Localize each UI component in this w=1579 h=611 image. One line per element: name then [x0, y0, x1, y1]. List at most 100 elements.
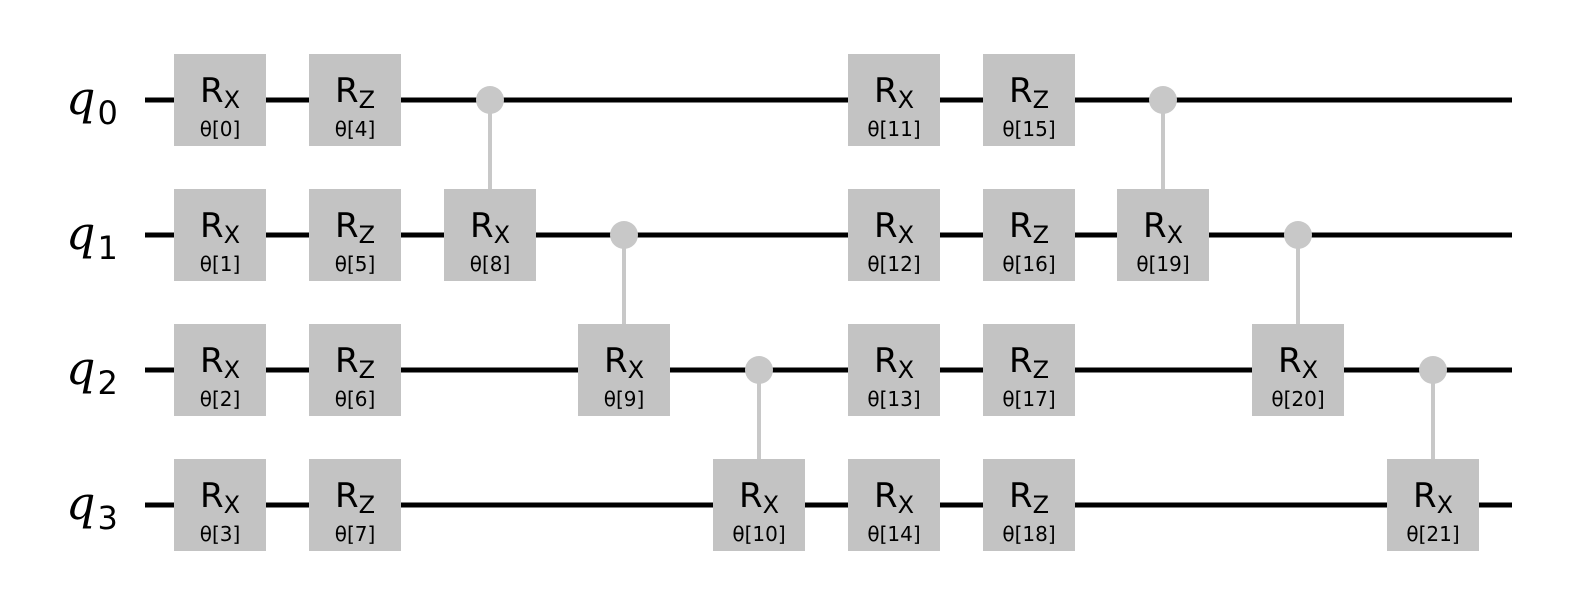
gate-rx-13: RXθ[13] [848, 324, 940, 416]
gate-name: RX [200, 341, 240, 384]
gate-rx-19: RXθ[19] [1117, 189, 1209, 281]
gate-axis: X [1302, 356, 1318, 384]
gate-box [983, 324, 1075, 416]
gate-parameter: θ[16] [1002, 252, 1055, 276]
gate-rx-20: RXθ[20] [1252, 324, 1344, 416]
gate-parameter: θ[11] [867, 117, 920, 141]
gate-parameter: θ[18] [1002, 522, 1055, 546]
gate-op: R [470, 206, 494, 246]
gate-op: R [739, 476, 763, 516]
gate-box [309, 459, 401, 551]
qubit-label-index: 3 [97, 499, 117, 537]
control-dot-10 [745, 356, 773, 384]
gate-box [309, 54, 401, 146]
gate-box [174, 324, 266, 416]
gate-box [1117, 189, 1209, 281]
gate-name: RX [200, 206, 240, 249]
gate-op: R [1009, 476, 1033, 516]
gate-op: R [874, 71, 898, 111]
gate-axis: X [628, 356, 644, 384]
gate-axis: X [224, 86, 240, 114]
gate-op: R [335, 341, 359, 381]
gate-axis: X [898, 86, 914, 114]
gate-parameter: θ[3] [200, 522, 241, 546]
gate-box [848, 189, 940, 281]
gate-op: R [874, 341, 898, 381]
gate-parameter: θ[21] [1406, 522, 1459, 546]
gate-parameter: θ[19] [1136, 252, 1189, 276]
gate-parameter: θ[20] [1271, 387, 1324, 411]
gate-name: RX [1143, 206, 1183, 249]
gate-axis: X [224, 221, 240, 249]
qubit-label-2: q2 [66, 341, 118, 402]
gate-axis: X [494, 221, 510, 249]
control-dot-8 [476, 86, 504, 114]
gate-op: R [200, 206, 224, 246]
gate-rz-18: RZθ[18] [983, 459, 1075, 551]
gate-name: RX [874, 71, 914, 114]
gate-name: RX [604, 341, 644, 384]
gate-axis: Z [359, 356, 375, 384]
gate-rx-14: RXθ[14] [848, 459, 940, 551]
qubit-label-index: 1 [97, 229, 117, 267]
gate-rz-15: RZθ[15] [983, 54, 1075, 146]
gate-axis: X [898, 491, 914, 519]
gate-box [578, 324, 670, 416]
gate-box [983, 459, 1075, 551]
gate-op: R [874, 476, 898, 516]
gate-rz-6: RZθ[6] [309, 324, 401, 416]
gate-op: R [1009, 71, 1033, 111]
gates: RXθ[0]RXθ[1]RXθ[2]RXθ[3]RZθ[4]RZθ[5]RZθ[… [174, 54, 1479, 551]
qubit-label-3: q3 [66, 476, 118, 537]
gate-op: R [200, 341, 224, 381]
gate-box [174, 189, 266, 281]
gate-axis: X [763, 491, 779, 519]
gate-name: RX [200, 476, 240, 519]
gate-axis: Z [359, 221, 375, 249]
gate-axis: Z [1033, 356, 1049, 384]
gate-box [174, 459, 266, 551]
gate-parameter: θ[9] [604, 387, 645, 411]
control-dot-20 [1284, 221, 1312, 249]
gate-axis: X [224, 356, 240, 384]
gate-rz-17: RZθ[17] [983, 324, 1075, 416]
gate-box [309, 189, 401, 281]
gate-rx-3: RX θ[3] [174, 459, 266, 551]
gate-op: R [1009, 341, 1033, 381]
gate-rz-5: RZθ[5] [309, 189, 401, 281]
qubit-label-1: q1 [66, 206, 118, 267]
qubit-wires [145, 97, 1512, 508]
qubit-label-name: q [66, 71, 95, 125]
gate-name: RZ [1009, 206, 1049, 249]
qubit-label-name: q [66, 476, 95, 530]
gate-op: R [335, 476, 359, 516]
gate-name: RX [874, 206, 914, 249]
gate-box [848, 459, 940, 551]
qubit-label-index: 0 [97, 94, 117, 132]
gate-op: R [1143, 206, 1167, 246]
gate-axis: X [1167, 221, 1183, 249]
gate-parameter: θ[0] [200, 117, 241, 141]
gate-axis: Z [1033, 221, 1049, 249]
gate-rx-1: RXθ[1] [174, 189, 266, 281]
gate-name: RX [874, 341, 914, 384]
gate-box [174, 54, 266, 146]
gate-axis: X [898, 221, 914, 249]
gate-rz-7: RZθ[7] [309, 459, 401, 551]
gate-name: RZ [1009, 341, 1049, 384]
gate-rx-8: RXθ[8] [444, 189, 536, 281]
gate-axis: Z [359, 86, 375, 114]
gate-box [983, 54, 1075, 146]
gate-axis: X [1437, 491, 1453, 519]
control-connections [476, 86, 1447, 459]
gate-rz-4: RZθ[4] [309, 54, 401, 146]
gate-name: RZ [335, 341, 375, 384]
qubit-label-name: q [66, 206, 95, 260]
gate-parameter: θ[17] [1002, 387, 1055, 411]
control-dot-21 [1419, 356, 1447, 384]
gate-box [848, 324, 940, 416]
gate-box [309, 324, 401, 416]
gate-parameter: θ[1] [200, 252, 241, 276]
